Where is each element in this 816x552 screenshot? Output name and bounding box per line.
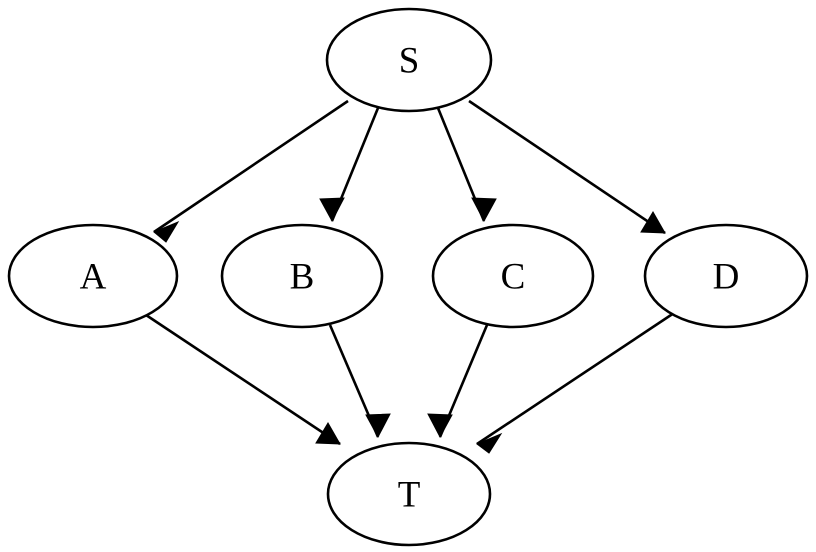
edge-S-B-arrowhead-icon [319, 197, 345, 223]
edge-S-A-hit[interactable] [154, 101, 348, 232]
edge-B-T-arrowhead-icon [365, 413, 391, 439]
node-A[interactable]: A [7, 223, 179, 329]
edge-D-T[interactable] [476, 311, 675, 454]
edge-S-C[interactable] [436, 107, 497, 223]
edge-D-T-line [476, 311, 675, 446]
edge-S-D-arrowhead-icon [640, 211, 666, 234]
edge-A-T[interactable] [142, 311, 341, 446]
edge-S-B[interactable] [319, 107, 380, 223]
edge-S-A-line [153, 99, 349, 234]
edges-layer [142, 99, 675, 454]
node-D-ellipse[interactable] [643, 223, 809, 329]
edge-A-T-hit[interactable] [143, 313, 340, 444]
node-T[interactable]: T [326, 441, 492, 547]
edge-B-T[interactable] [328, 324, 391, 439]
nodes-layer: S A B C D T [7, 7, 809, 547]
edge-S-C-arrowhead-icon [471, 197, 497, 223]
edge-S-A-arrowhead-icon [153, 220, 180, 243]
node-B-ellipse[interactable] [220, 223, 384, 329]
node-T-ellipse[interactable] [326, 441, 492, 547]
node-C[interactable]: C [431, 223, 595, 329]
node-A-ellipse[interactable] [7, 223, 179, 329]
edge-A-T-line [142, 311, 341, 446]
node-B[interactable]: B [220, 223, 384, 329]
edge-S-D-hit[interactable] [469, 101, 665, 233]
node-S-ellipse[interactable] [325, 7, 493, 113]
node-C-ellipse[interactable] [431, 223, 595, 329]
node-D[interactable]: D [643, 223, 809, 329]
edge-A-T-arrowhead-icon [315, 422, 341, 445]
edge-S-D-line [468, 99, 666, 235]
edge-D-T-hit[interactable] [477, 313, 674, 444]
edge-C-T[interactable] [427, 324, 489, 439]
node-S[interactable]: S [325, 7, 493, 113]
edge-S-D[interactable] [468, 99, 666, 235]
edge-D-T-arrowhead-icon [476, 432, 503, 454]
edge-S-A[interactable] [153, 99, 349, 243]
edge-C-T-arrowhead-icon [427, 413, 453, 439]
